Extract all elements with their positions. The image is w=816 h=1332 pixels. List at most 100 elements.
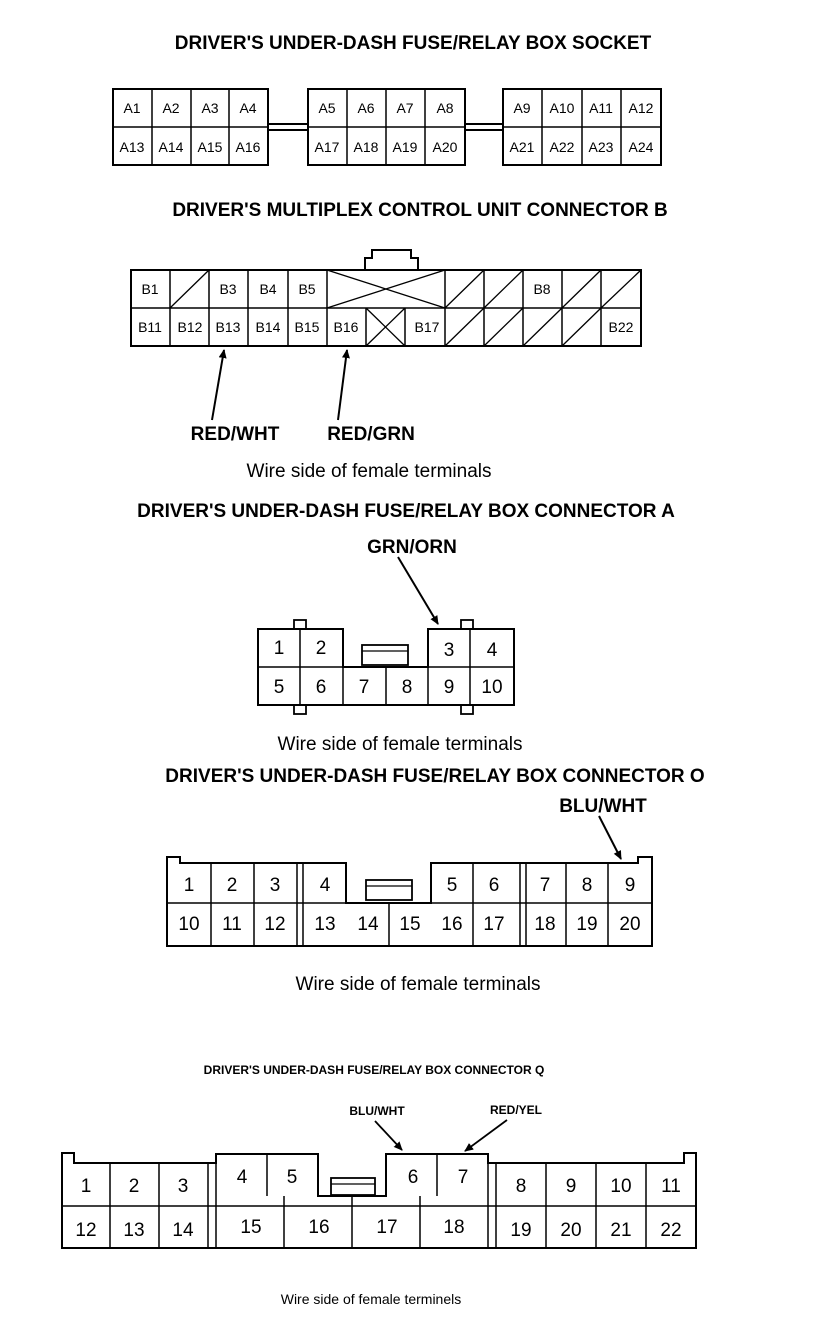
wire-label-red-wht: RED/WHT — [191, 424, 280, 445]
socket-pin: A11 — [589, 100, 613, 116]
socket-pin: A6 — [357, 100, 374, 116]
connector-a-pin: 4 — [487, 640, 498, 661]
connector-q-pin: 12 — [75, 1220, 96, 1241]
connector-b-pin: B14 — [256, 319, 281, 335]
connector-b-pin: B12 — [178, 319, 203, 335]
connector-o-pin: 7 — [540, 875, 551, 896]
connector-q-pin: 5 — [287, 1167, 298, 1188]
connector-q-pin: 4 — [237, 1167, 248, 1188]
connector-a-pin: 8 — [402, 677, 413, 698]
arrow-blu-wht — [598, 815, 622, 860]
wire-label-blu-wht: BLU/WHT — [559, 796, 647, 817]
connector-q-pin: 16 — [308, 1217, 329, 1238]
socket-pin: A1 — [123, 100, 140, 116]
socket-pin: A12 — [629, 100, 654, 116]
connector-q-pin: 18 — [443, 1217, 464, 1238]
connector-b-pin: B17 — [415, 319, 440, 335]
connector-o-pin: 2 — [227, 875, 238, 896]
connector-q-pin: 2 — [129, 1176, 140, 1197]
connector-o-pin: 8 — [582, 875, 593, 896]
socket-pin: A15 — [198, 139, 223, 155]
connector-o-pin: 5 — [447, 875, 458, 896]
connector-o-pin: 20 — [619, 914, 640, 935]
socket-pin: A5 — [318, 100, 335, 116]
connector-b-pin: B3 — [219, 281, 236, 297]
socket-pin: A17 — [315, 139, 340, 155]
connector-o-pin: 17 — [483, 914, 504, 935]
connector-q-pin: 10 — [610, 1176, 631, 1197]
connector-b-pin: B8 — [533, 281, 550, 297]
socket-pin: A13 — [120, 139, 145, 155]
socket-title: DRIVER'S UNDER-DASH FUSE/RELAY BOX SOCKE… — [175, 33, 652, 54]
connector-o-pin: 12 — [264, 914, 285, 935]
socket-pin: A23 — [589, 139, 614, 155]
connector-q-pin: 21 — [610, 1220, 631, 1241]
connector-o-pin: 6 — [489, 875, 500, 896]
socket-pin: A16 — [236, 139, 261, 155]
connector-o-pin: 9 — [625, 875, 636, 896]
multiplex-connector-b: DRIVER'S MULTIPLEX CONTROL UNIT CONNECTO… — [130, 200, 668, 482]
socket-pin: A4 — [239, 100, 256, 116]
socket-pin: A19 — [393, 139, 418, 155]
connector-q-pin: 8 — [516, 1176, 527, 1197]
socket-pin: A20 — [433, 139, 458, 155]
connector-o-pin: 13 — [314, 914, 335, 935]
connector-o-pin: 10 — [178, 914, 199, 935]
connector-o-pin: 15 — [399, 914, 420, 935]
connector-a-pin: 1 — [274, 638, 285, 659]
socket-pin: A8 — [436, 100, 453, 116]
connector-q-pin: 19 — [510, 1220, 531, 1241]
arrow-red-wht — [211, 349, 227, 421]
socket-pin: A10 — [550, 100, 575, 116]
connector-b-pin: B13 — [216, 319, 241, 335]
connector-a-pin: 3 — [444, 640, 455, 661]
connector-b-title: DRIVER'S MULTIPLEX CONTROL UNIT CONNECTO… — [172, 200, 667, 221]
arrow-red-grn — [337, 349, 350, 421]
connector-o-title: DRIVER'S UNDER-DASH FUSE/RELAY BOX CONNE… — [165, 766, 704, 787]
connector-b-pin: B11 — [138, 319, 162, 335]
socket-pin: A22 — [550, 139, 575, 155]
connector-a-pin: 7 — [359, 677, 370, 698]
fuse-relay-socket: DRIVER'S UNDER-DASH FUSE/RELAY BOX SOCKE… — [112, 33, 662, 166]
connector-a-caption: Wire side of female terminals — [278, 734, 523, 755]
connector-q-pin: 13 — [123, 1220, 144, 1241]
wire-label-grn-orn: GRN/ORN — [367, 537, 457, 558]
connector-a-title: DRIVER'S UNDER-DASH FUSE/RELAY BOX CONNE… — [137, 501, 675, 522]
connector-q-caption: Wire side of female terminels — [281, 1291, 462, 1307]
fuse-box-connector-a: DRIVER'S UNDER-DASH FUSE/RELAY BOX CONNE… — [137, 501, 675, 755]
connector-q-pin: 15 — [240, 1217, 261, 1238]
connector-o-caption: Wire side of female terminals — [296, 974, 541, 995]
fuse-box-connector-q: DRIVER'S UNDER-DASH FUSE/RELAY BOX CONNE… — [61, 1063, 697, 1307]
connector-o-pin: 1 — [184, 875, 195, 896]
connector-a-pin: 2 — [316, 638, 327, 659]
socket-pin: A9 — [513, 100, 530, 116]
connector-b-pin: B22 — [609, 319, 634, 335]
connector-o-pin: 16 — [441, 914, 462, 935]
connector-o-pin: 14 — [357, 914, 379, 935]
connector-o-pin: 11 — [222, 914, 242, 935]
arrow-blu-wht — [374, 1120, 403, 1151]
connector-q-title: DRIVER'S UNDER-DASH FUSE/RELAY BOX CONNE… — [204, 1063, 545, 1077]
connector-a-pin: 10 — [481, 677, 502, 698]
connector-o-pin: 4 — [320, 875, 331, 896]
wire-label-red-grn: RED/GRN — [327, 424, 415, 445]
connector-b-pin: B4 — [259, 281, 276, 297]
connector-q-pin: 11 — [661, 1176, 681, 1197]
connector-o-pin: 3 — [270, 875, 281, 896]
arrow-grn-orn — [397, 556, 439, 625]
connector-q-pin: 9 — [566, 1176, 577, 1197]
connector-q-pin: 6 — [408, 1167, 419, 1188]
socket-pin: A2 — [162, 100, 179, 116]
connector-o-pin: 18 — [534, 914, 555, 935]
wire-label-blu-wht: BLU/WHT — [349, 1104, 405, 1118]
socket-pin: A14 — [159, 139, 184, 155]
wire-label-red-yel: RED/YEL — [490, 1103, 542, 1117]
connector-b-pin: B15 — [295, 319, 320, 335]
connector-q-pin: 3 — [178, 1176, 189, 1197]
connector-q-pin: 14 — [172, 1220, 194, 1241]
connector-b-caption: Wire side of female terminals — [247, 461, 492, 482]
fuse-box-connector-o: DRIVER'S UNDER-DASH FUSE/RELAY BOX CONNE… — [165, 766, 704, 995]
connector-b-pin: B16 — [334, 319, 359, 335]
connector-o-pin: 19 — [576, 914, 597, 935]
connector-a-pin: 5 — [274, 677, 285, 698]
